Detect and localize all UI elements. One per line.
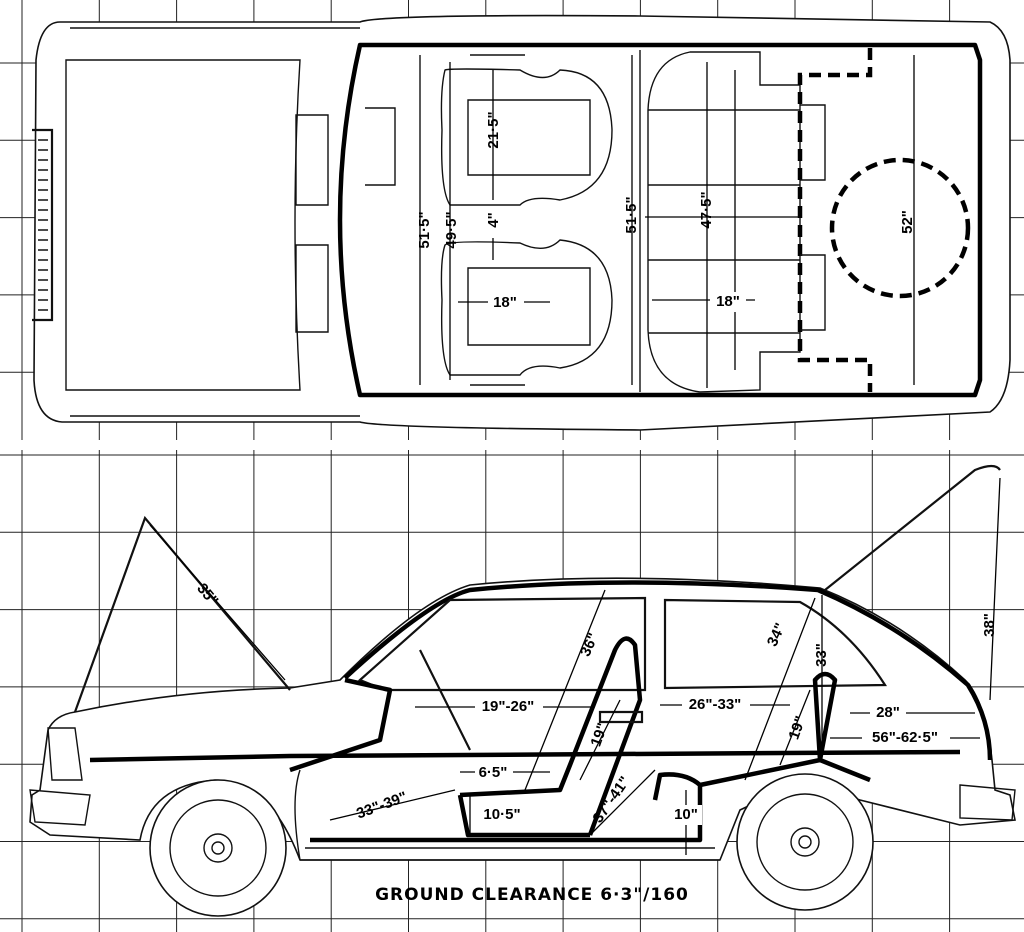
top-view-car	[32, 14, 1011, 431]
dim-front-legroom: 19"-26"	[482, 698, 535, 715]
dim-front-width-outer: 51·5"	[416, 211, 433, 248]
dim-hatch-opening: 38"	[981, 613, 998, 637]
dim-rear-width-inner: 47·5"	[698, 191, 715, 228]
dim-rear-cushion-height: 10"	[674, 806, 698, 823]
dim-cargo-length: 28"	[876, 704, 900, 721]
dim-cargo-width: 52"	[899, 210, 916, 234]
dim-front-cushion-height: 10·5"	[483, 806, 520, 823]
dim-front-width-inner: 49·5"	[443, 211, 460, 248]
front-wheel	[149, 779, 287, 917]
dim-rear-width-outer: 51·5"	[623, 196, 640, 233]
dim-cargo-length-range: 56"-62·5"	[872, 729, 938, 746]
dim-rear-seat-width: 18"	[716, 293, 740, 310]
dim-rear-seat-height: 33"	[813, 643, 830, 667]
ground-clearance-label: GROUND CLEARANCE 6·3"/160	[375, 885, 689, 905]
dim-front-seat-depth: 21·5"	[485, 111, 502, 148]
dim-front-seat-width: 18"	[493, 294, 517, 311]
dim-rear-legroom: 26"-33"	[689, 696, 742, 713]
dim-front-seat-height: 6·5"	[479, 764, 508, 781]
dim-seat-gap: 4"	[485, 212, 502, 227]
top-view-labels: 51·5" 49·5" 21·5" 4" 18" 51·5" 47·5" 18"…	[416, 111, 916, 312]
side-view-car	[29, 464, 1016, 917]
rear-wheel	[736, 773, 874, 911]
